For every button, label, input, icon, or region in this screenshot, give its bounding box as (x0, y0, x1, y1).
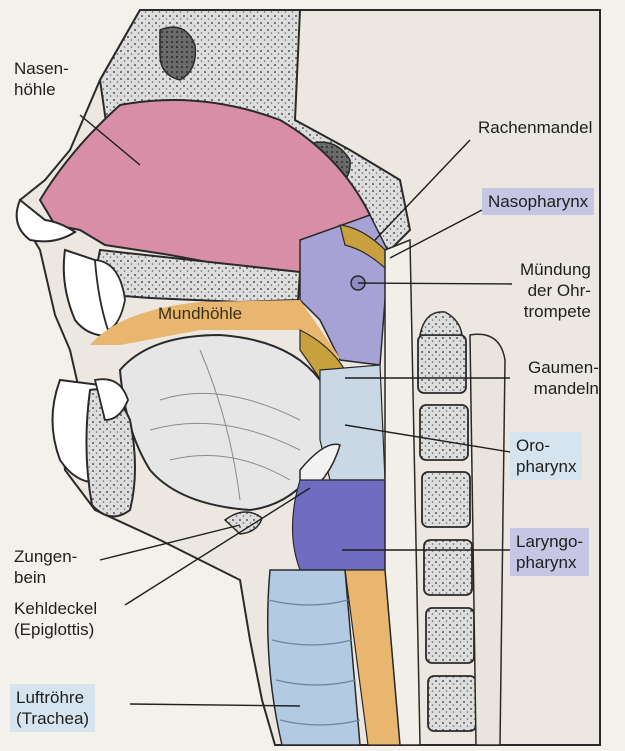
spinous-processes (470, 334, 505, 745)
frontal-sinus (160, 27, 195, 80)
label-gaumenmandeln: Gaumen- mandeln (528, 357, 599, 399)
label-muendung-line3: trompete (520, 301, 591, 322)
vertebra-c7 (428, 676, 476, 731)
vertebra-c5 (424, 540, 472, 595)
vertebra-c2 (418, 335, 466, 393)
label-oropharynx: Oro- pharynx (510, 432, 582, 480)
label-laryngopharynx: Laryngo- pharynx (510, 528, 589, 576)
label-muendung-line2: der Ohr- (520, 280, 591, 301)
label-zungenbein: Zungen- bein (14, 546, 77, 588)
label-kehldeckel: Kehldeckel (Epiglottis) (14, 598, 97, 640)
label-kehldeckel-line2: (Epiglottis) (14, 619, 97, 640)
label-kehldeckel-line1: Kehldeckel (14, 598, 97, 619)
label-muendung-line1: Mündung (520, 259, 591, 280)
leader-muendung (358, 283, 512, 284)
label-mundhoehle-text: Mundhöhle (158, 303, 242, 324)
label-zungenbein-line2: bein (14, 567, 77, 588)
vertebra-c3 (420, 405, 468, 460)
label-muendung-ohrtrompete: Mündung der Ohr- trompete (520, 259, 591, 322)
label-nasenhoehle: Nasen- höhle (14, 58, 69, 100)
label-nasopharynx: Nasopharynx (482, 188, 594, 215)
label-laryngopharynx-line2: pharynx (516, 552, 583, 573)
label-oropharynx-line2: pharynx (516, 456, 576, 477)
label-gaumenmandeln-line2: mandeln (528, 378, 599, 399)
label-nasenhoehle-line1: Nasen- (14, 58, 69, 79)
label-luftroehre-line2: (Trachea) (16, 708, 89, 729)
label-luftroehre: Luftröhre (Trachea) (10, 684, 95, 732)
trachea (268, 570, 360, 745)
label-luftroehre-line1: Luftröhre (16, 687, 89, 708)
laryngopharynx-region (293, 480, 386, 570)
label-oropharynx-line1: Oro- (516, 435, 576, 456)
vertebra-c4 (422, 472, 470, 527)
label-nasopharynx-text: Nasopharynx (488, 191, 588, 212)
label-zungenbein-line1: Zungen- (14, 546, 77, 567)
label-mundhoehle: Mundhöhle (158, 303, 242, 324)
label-nasenhoehle-line2: höhle (14, 79, 69, 100)
label-gaumenmandeln-line1: Gaumen- (528, 357, 599, 378)
label-laryngopharynx-line1: Laryngo- (516, 531, 583, 552)
label-rachenmandel: Rachenmandel (478, 117, 592, 138)
vertebra-c6 (426, 608, 474, 663)
label-rachenmandel-text: Rachenmandel (478, 117, 592, 138)
